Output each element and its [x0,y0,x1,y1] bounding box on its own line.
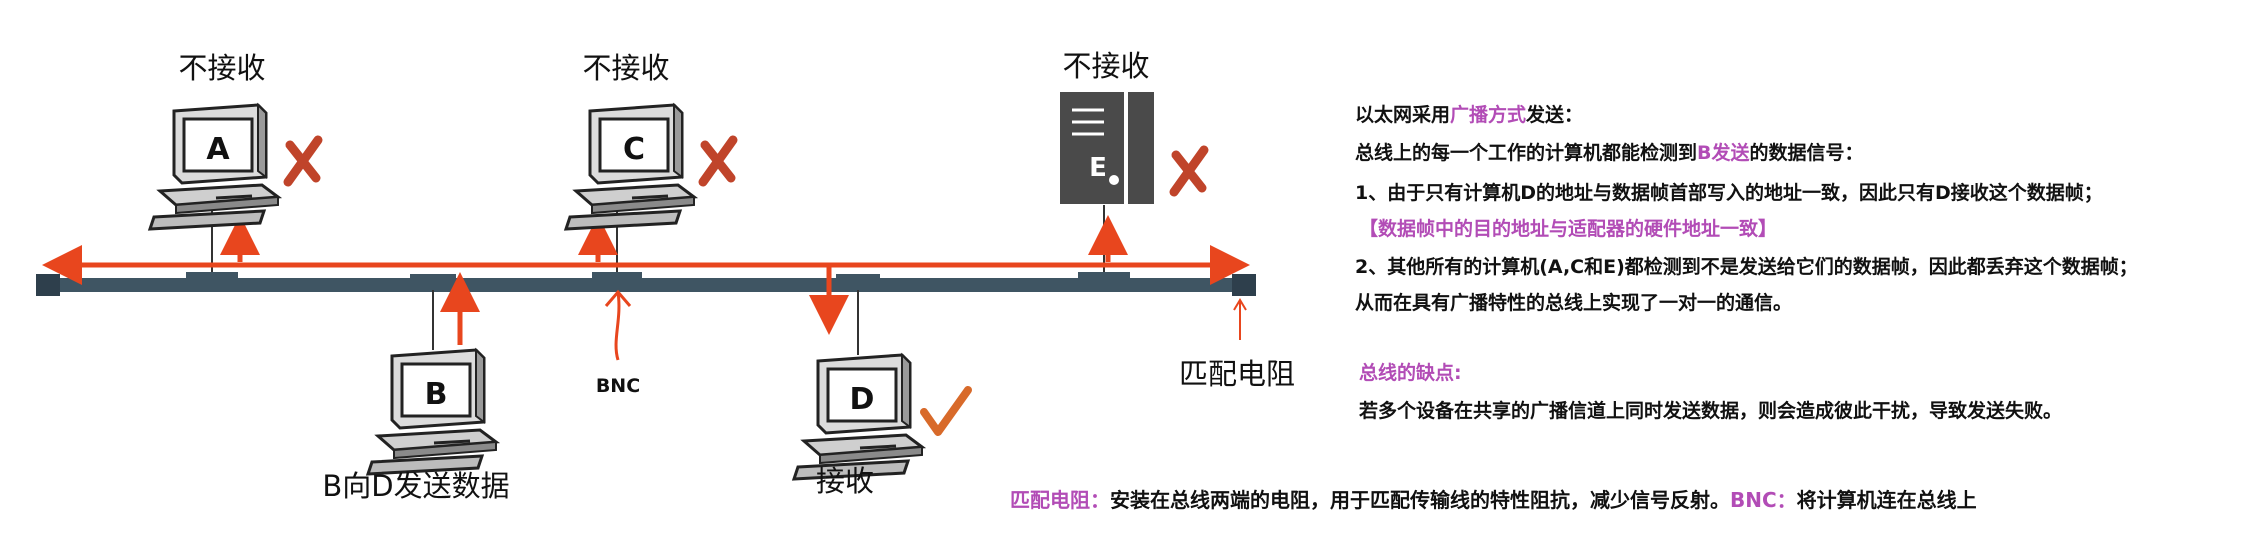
computer-b: B [366,348,498,476]
computer-c: C [564,103,696,231]
label-b-sends: B向D发送数据 [322,469,509,503]
def-terminator-text: 安装在总线两端的电阻，用于匹配传输线的特性阻抗，减少信号反射。 [1110,488,1730,512]
server-e: E [1060,92,1154,204]
bottom-definitions: 匹配电阻：安装在总线两端的电阻，用于匹配传输线的特性阻抗，减少信号反射。BNC：… [1010,484,1977,513]
note-highlight: B发送 [1697,142,1750,164]
reject-cross-icon-e [1169,145,1209,197]
reject-cross-icon-c [698,135,738,187]
computer-a: A [148,103,280,231]
bus-cable [44,278,1250,292]
computer-d: D [792,353,924,481]
note-text: 总线上的每一个工作的计算机都能检测到 [1355,142,1698,164]
bnc-connector-a [186,272,238,290]
label-receive-d: 接收 [816,464,874,498]
bus-terminator-right [1232,274,1256,296]
bnc-pointer-head [604,289,632,307]
server-letter: E [1089,153,1107,183]
reject-cross-icon-a [283,135,323,187]
computer-letter: D [850,382,875,417]
note-text: 的数据信号： [1749,142,1864,164]
drawback-text: 若多个设备在共享的广播信道上同时发送数据，则会造成彼此干扰，导致发送失败。 [1359,400,2063,422]
bnc-connector-d [836,274,880,290]
label-bnc: BNC [596,375,640,397]
bus-terminator-left [36,274,60,296]
computer-letter: B [425,377,448,412]
note-line-conclusion: 从而在具有广播特性的总线上实现了一对一的通信。 [1355,292,1793,314]
terminator-pointer-head [1233,298,1247,311]
accept-check-icon-d [920,386,972,436]
computer-letter: A [206,132,230,167]
label-terminator: 匹配电阻 [1179,357,1295,391]
bnc-connector-b [410,274,456,290]
bnc-pointer-arrow [614,291,621,361]
note-text: 发送： [1526,104,1584,126]
bnc-connector-c [592,272,642,290]
bnc-connector-e [1078,272,1130,290]
bus-topology-diagram: A C B D E [36,49,1295,503]
label-no-receive-e: 不接收 [1062,49,1149,83]
label-no-receive-a: 不接收 [178,51,265,85]
note-line-point-2: 2、其他所有的计算机(A,C和E)都检测到不是发送给它们的数据帧，因此都丢弃这个… [1355,256,2138,278]
def-terminator-term: 匹配电阻： [1010,488,1110,512]
note-line-broadcast: 以太网采用广播方式发送： [1355,100,1583,127]
note-line-detect: 总线上的每一个工作的计算机都能检测到B发送的数据信号： [1355,138,1864,165]
def-bnc-term: BNC： [1730,488,1797,512]
note-line-address-match: 【数据帧中的目的地址与适配器的硬件地址一致】 [1359,218,1778,240]
def-bnc-text: 将计算机连在总线上 [1796,488,1977,512]
computer-letter: C [623,132,645,167]
note-highlight: 广播方式 [1450,104,1527,126]
label-no-receive-c: 不接收 [582,51,669,85]
drawback-title: 总线的缺点: [1359,362,1462,384]
note-text: 以太网采用 [1355,104,1451,126]
note-line-point-1: 1、由于只有计算机D的地址与数据帧首部写入的地址一致，因此只有D接收这个数据帧； [1355,182,2103,204]
